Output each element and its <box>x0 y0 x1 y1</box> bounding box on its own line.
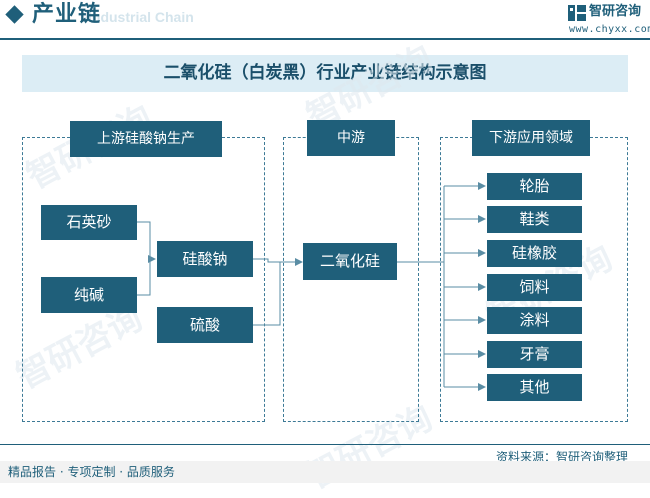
node-downstream-tire: 轮胎 <box>487 173 582 200</box>
node-soda-ash: 纯碱 <box>41 277 137 313</box>
title-bar: 二氧化硅（白炭黑）行业产业链结构示意图 <box>22 55 628 92</box>
footer-divider <box>0 444 650 445</box>
header-ghost-text: Industrial Chain <box>88 9 194 25</box>
midstream-label: 中游 <box>307 120 395 156</box>
footer-tagline: 精品报告 · 专项定制 · 品质服务 <box>8 465 175 479</box>
connector-lines <box>137 182 486 391</box>
arrow-silicate-to-silica <box>253 258 303 266</box>
footer-source: 资料来源：智研咨询整理 <box>496 450 629 464</box>
node-downstream-other: 其他 <box>487 374 582 401</box>
node-downstream-silicone-rubber: 硅橡胶 <box>487 240 582 267</box>
downstream-label: 下游应用领域 <box>472 120 590 156</box>
section-title: 产业链 <box>32 2 102 27</box>
brand-name: 智研咨询 <box>589 4 642 19</box>
node-sulfuric-acid: 硫酸 <box>157 307 253 343</box>
line-soda <box>137 259 151 296</box>
node-sodium-silicate: 硅酸钠 <box>157 241 253 277</box>
brand-url: www.chyxx.com <box>569 24 650 35</box>
footer-bar <box>0 461 650 483</box>
brand-logo-icon <box>568 5 586 21</box>
node-quartz-sand: 石英砂 <box>41 205 137 240</box>
line-quartz <box>137 221 151 259</box>
node-silica: 二氧化硅 <box>303 243 397 280</box>
node-downstream-shoes: 鞋类 <box>487 206 582 233</box>
diagram-title: 二氧化硅（白炭黑）行业产业链结构示意图 <box>163 63 487 83</box>
line-acid <box>253 262 281 326</box>
node-downstream-feed: 饲料 <box>487 274 582 301</box>
node-downstream-toothpaste: 牙膏 <box>487 341 582 368</box>
upstream-label: 上游硅酸钠生产 <box>70 121 222 157</box>
header-divider <box>0 38 650 40</box>
node-downstream-coating: 涂料 <box>487 307 582 334</box>
